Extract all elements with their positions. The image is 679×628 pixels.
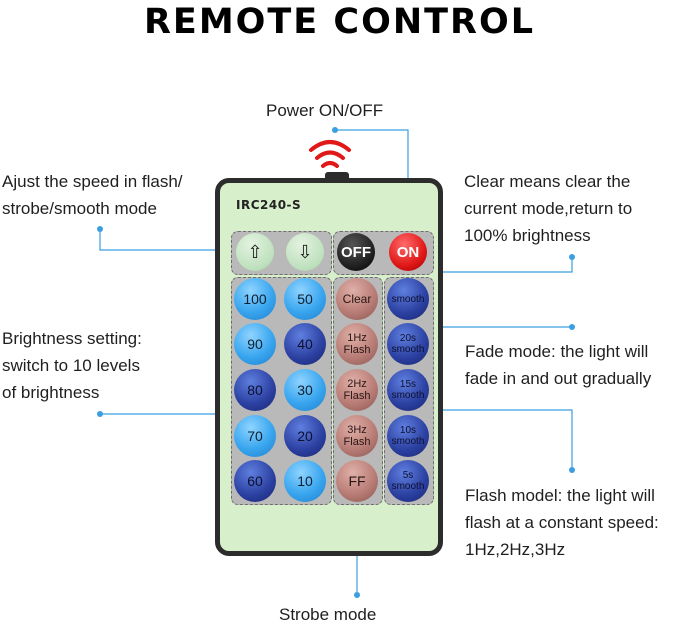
- brightness-30-button[interactable]: 30: [284, 369, 326, 411]
- speed-callout: Ajust the speed in flash/ strobe/smooth …: [2, 172, 183, 218]
- brightness-90-button[interactable]: 90: [234, 323, 276, 365]
- off-button[interactable]: OFF: [337, 233, 375, 271]
- strobe-callout: Strobe mode: [279, 605, 377, 624]
- page-title: REMOTE CONTROL: [143, 2, 536, 42]
- brightness-10-button[interactable]: 10: [284, 460, 326, 502]
- brightness-20-button[interactable]: 20: [284, 415, 326, 457]
- brightness-callout: Brightness setting: switch to 10 levels …: [2, 329, 142, 402]
- brightness-50-button[interactable]: 50: [284, 278, 326, 320]
- brightness-up-button[interactable]: ⇧: [236, 233, 274, 271]
- power-callout: Power ON/OFF: [266, 101, 384, 120]
- arrow-up-icon: ⇧: [247, 241, 263, 262]
- flash-callout: Flash model: the light will flash at a c…: [465, 486, 659, 559]
- signal-icon: [309, 140, 351, 168]
- brightness-60-button[interactable]: 60: [234, 460, 276, 502]
- brightness-70-button[interactable]: 70: [234, 415, 276, 457]
- smooth-button[interactable]: smooth: [387, 278, 429, 320]
- ir-emitter: [325, 172, 349, 182]
- clear-button[interactable]: Clear: [336, 278, 378, 320]
- brightness-down-button[interactable]: ⇩: [286, 233, 324, 271]
- remote-model-label: IRC240-S: [236, 198, 302, 212]
- strobe-ff-button[interactable]: FF: [336, 460, 378, 502]
- arrow-down-icon: ⇩: [297, 241, 313, 262]
- clear-callout: Clear means clear the current mode,retur…: [464, 172, 633, 245]
- on-button[interactable]: ON: [389, 233, 427, 271]
- fade-callout: Fade mode: the light will fade in and ou…: [465, 342, 652, 388]
- brightness-80-button[interactable]: 80: [234, 369, 276, 411]
- brightness-100-button[interactable]: 100: [234, 278, 276, 320]
- brightness-40-button[interactable]: 40: [284, 323, 326, 365]
